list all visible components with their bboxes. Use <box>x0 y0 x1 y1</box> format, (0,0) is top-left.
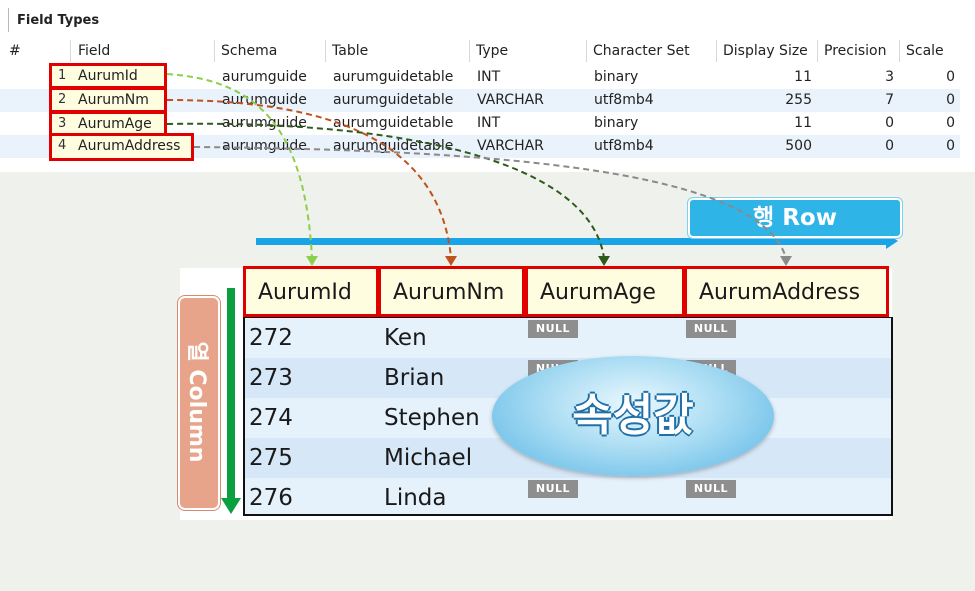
arrowhead-aurumnm <box>445 256 457 266</box>
grid-cell-id: 274 <box>249 405 293 431</box>
col-header-field[interactable]: Field <box>78 43 111 59</box>
down-arrow-icon <box>221 498 241 514</box>
arrowhead-aurumage <box>598 256 610 266</box>
charset-cell: binary <box>594 69 639 85</box>
schema-cell: aurumguide <box>222 69 307 85</box>
attribute-value-label: 속성값 <box>572 390 694 441</box>
row-index: 4 <box>58 138 67 153</box>
connector-aurumid <box>166 73 313 259</box>
column-divider[interactable] <box>214 40 215 62</box>
table-cell: aurumguidetable <box>333 69 454 85</box>
attribute-value-callout: 속성값 <box>492 356 774 476</box>
scale-cell: 0 <box>946 138 955 154</box>
charset-cell: binary <box>594 115 639 131</box>
grid-cell-name: Ken <box>384 325 427 351</box>
arrowhead-aurumaddress <box>780 256 792 266</box>
type-cell: INT <box>477 115 501 131</box>
grid-header-aurumaddress[interactable]: AurumAddress <box>684 266 889 317</box>
row-label: 행 Row <box>688 198 902 238</box>
grid-cell-name: Linda <box>384 485 447 511</box>
connector-aurumaddress <box>193 146 787 259</box>
scale-cell: 0 <box>946 92 955 108</box>
table-row[interactable]: aurumguide aurumguidetable VARCHAR utf8m… <box>0 89 960 112</box>
col-header-type[interactable]: Type <box>476 43 509 59</box>
grid-cell-name: Stephen <box>384 405 480 431</box>
column-divider[interactable] <box>469 40 470 62</box>
scale-cell: 0 <box>946 115 955 131</box>
column-divider[interactable] <box>70 40 71 62</box>
grid-cell-id: 275 <box>249 445 293 471</box>
field-name: AurumAge <box>78 116 152 132</box>
panel-title: Field Types <box>8 8 99 32</box>
null-badge: NULL <box>528 320 578 338</box>
field-name: AurumNm <box>78 92 149 108</box>
row-index: 2 <box>58 92 67 107</box>
null-badge: NULL <box>686 320 736 338</box>
row-arrow-shaft <box>256 238 890 245</box>
column-label: 열 Column <box>178 296 220 510</box>
table-cell: aurumguidetable <box>333 115 454 131</box>
grid-header-aurumnm[interactable]: AurumNm <box>378 266 525 317</box>
grid-cell-id: 272 <box>249 325 293 351</box>
display-size-cell: 255 <box>785 92 812 108</box>
column-arrow-shaft <box>227 288 235 500</box>
null-badge: NULL <box>686 480 736 498</box>
col-header-precision[interactable]: Precision <box>824 43 887 59</box>
table-row[interactable]: aurumguide aurumguidetable INT binary 11… <box>0 66 960 89</box>
table-row[interactable]: aurumguide aurumguidetable VARCHAR utf8m… <box>0 135 960 158</box>
precision-cell: 3 <box>885 69 894 85</box>
display-size-cell: 500 <box>785 138 812 154</box>
type-cell: VARCHAR <box>477 138 544 154</box>
row-index: 3 <box>58 116 67 131</box>
grid-header-aurumid[interactable]: AurumId <box>243 266 379 317</box>
grid-cell-id: 273 <box>249 365 293 391</box>
column-divider[interactable] <box>325 40 326 62</box>
schema-cell: aurumguide <box>222 115 307 131</box>
precision-cell: 7 <box>885 92 894 108</box>
field-name: AurumAddress <box>78 138 181 154</box>
table-cell: aurumguidetable <box>333 138 454 154</box>
arrowhead-aurumid <box>306 256 318 266</box>
table-cell: aurumguidetable <box>333 92 454 108</box>
col-header-schema[interactable]: Schema <box>221 43 278 59</box>
charset-cell: utf8mb4 <box>594 92 654 108</box>
row-index: 1 <box>58 68 67 83</box>
scale-cell: 0 <box>946 69 955 85</box>
column-divider[interactable] <box>817 40 818 62</box>
connector-aurumage <box>166 122 605 259</box>
precision-cell: 0 <box>885 115 894 131</box>
column-divider[interactable] <box>716 40 717 62</box>
col-header-table[interactable]: Table <box>332 43 369 59</box>
display-size-cell: 11 <box>794 69 812 85</box>
column-divider[interactable] <box>586 40 587 62</box>
field-name: AurumId <box>78 68 138 84</box>
type-cell: INT <box>477 69 501 85</box>
field-highlight-aurumid[interactable]: 1 AurumId <box>49 63 167 89</box>
col-header-scale[interactable]: Scale <box>906 43 944 59</box>
grid-cell-id: 276 <box>249 485 293 511</box>
precision-cell: 0 <box>885 138 894 154</box>
col-header-index[interactable]: # <box>9 43 21 59</box>
field-highlight-aurumaddress[interactable]: 4 AurumAddress <box>49 133 194 161</box>
col-header-display-size[interactable]: Display Size <box>723 43 808 59</box>
connector-aurumnm <box>166 99 452 259</box>
grid-cell-name: Brian <box>384 365 445 391</box>
null-badge: NULL <box>528 480 578 498</box>
charset-cell: utf8mb4 <box>594 138 654 154</box>
display-size-cell: 11 <box>794 115 812 131</box>
grid-header-aurumage[interactable]: AurumAge <box>525 266 685 317</box>
type-cell: VARCHAR <box>477 92 544 108</box>
table-row[interactable]: aurumguide aurumguidetable INT binary 11… <box>0 112 960 135</box>
column-divider[interactable] <box>899 40 900 62</box>
grid-cell-name: Michael <box>384 445 473 471</box>
col-header-character-set[interactable]: Character Set <box>593 43 690 59</box>
